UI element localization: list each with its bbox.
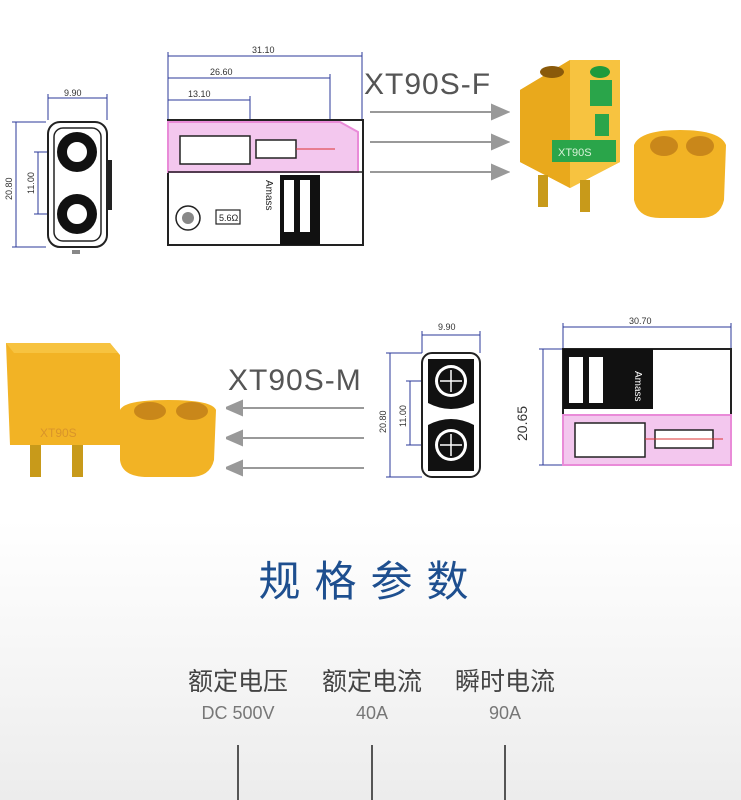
spec-title: 规格参数 (258, 557, 483, 606)
amass-mark-f: Amass (263, 180, 274, 211)
dim-height-f: 20.80 (4, 177, 14, 200)
spec-value-rated-current: 40A (355, 703, 389, 723)
xt90s-f-body-text: XT90S (558, 147, 592, 159)
spec-value-peak-current: 90A (488, 703, 522, 723)
spec-divider-line (371, 745, 373, 800)
xt90s-f-product-image: XT90S (520, 60, 726, 218)
dim-height-side-m: 20.65 (514, 406, 530, 441)
xt90s-f-front-dim-labels: 9.90 20.80 11.00 (4, 88, 82, 200)
dim-pin-spacing-f: 11.00 (26, 172, 36, 194)
xt90s-m-arrows (226, 399, 364, 477)
xt90s-m-body-text: XT90S (40, 426, 77, 440)
dim-height-m: 20.80 (378, 410, 388, 433)
spec-value-rated-voltage: DC 500V (201, 703, 275, 723)
size-mark-f: 5.6Ω (219, 213, 239, 223)
amass-mark-m: Amass (632, 371, 643, 402)
xt90s-f-label: XT90S-F (364, 68, 492, 101)
dim-width-m: 9.90 (438, 322, 456, 332)
xt90s-m-product-image: XT90S (6, 343, 216, 477)
spec-divider-line (237, 745, 239, 800)
spec-heading-peak-current: 瞬时电流 (454, 667, 555, 696)
xt90s-f-side-view-drawing: 31.10 26.60 13.10 5.6Ω Amass (167, 45, 364, 246)
spec-section-background (0, 520, 741, 800)
xt90s-m-label: XT90S-M (228, 364, 362, 397)
dim-length-total-m: 30.70 (629, 316, 652, 326)
dim-length-2-f: 26.60 (210, 67, 233, 77)
dim-width-f: 9.90 (64, 88, 82, 98)
xt90s-m-front-view-drawing: 9.90 20.80 11.00 (378, 322, 481, 478)
spec-heading-rated-current: 额定电流 (321, 667, 422, 696)
dim-length-3-f: 13.10 (188, 89, 211, 99)
xt90s-m-side-view-drawing: 30.70 20.65 Amass (514, 316, 732, 466)
dim-pin-spacing-m: 11.00 (398, 405, 408, 427)
xt90s-f-arrows (370, 103, 510, 181)
spec-heading-rated-voltage: 额定电压 (187, 667, 288, 696)
spec-divider-line (504, 745, 506, 800)
dim-length-total-f: 31.10 (252, 45, 275, 55)
